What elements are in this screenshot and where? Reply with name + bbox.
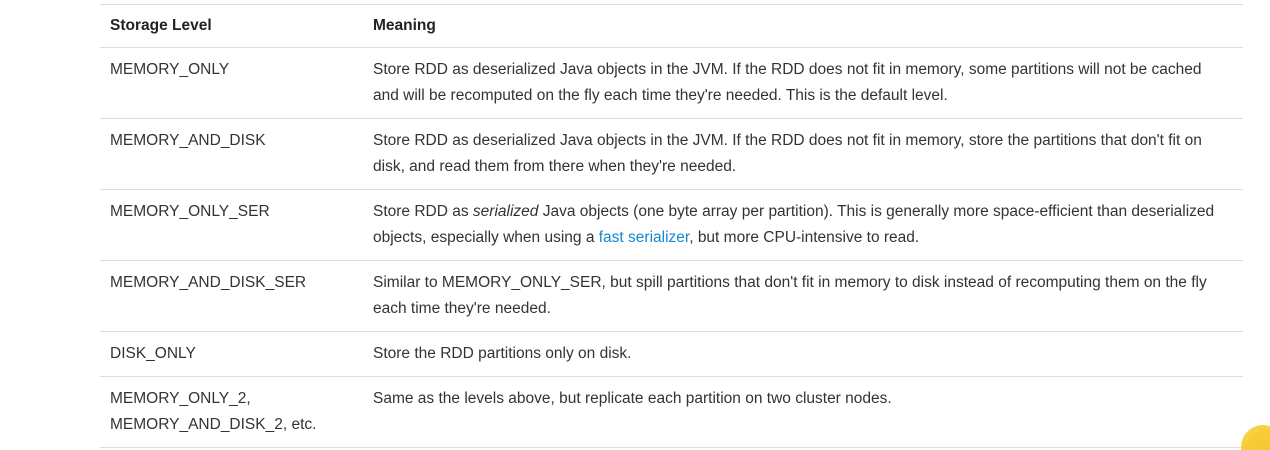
- meaning-text: serialized: [472, 203, 539, 220]
- meaning-text: Java objects (one byte array per partiti…: [373, 203, 1215, 246]
- meaning-cell: Similar to MEMORY_ONLY_SER, but spill pa…: [373, 260, 1243, 332]
- table-header: Storage Level Meaning: [100, 4, 1243, 48]
- meaning-text: Similar to MEMORY_ONLY_SER, but spill pa…: [373, 274, 1207, 317]
- storage-level-cell: MEMORY_AND_DISK: [100, 118, 373, 190]
- meaning-text: Store RDD as deserialized Java objects i…: [373, 132, 1202, 175]
- meaning-text: , but more CPU-intensive to read.: [689, 229, 920, 246]
- meaning-cell: Store RDD as deserialized Java objects i…: [373, 47, 1243, 119]
- storage-level-cell: MEMORY_AND_DISK_SER: [100, 260, 373, 332]
- meaning-text: Store RDD as: [373, 203, 473, 220]
- meaning-text: Store RDD as deserialized Java objects i…: [373, 61, 1202, 104]
- fast-serializer-link[interactable]: fast serializer: [598, 229, 690, 246]
- table-row: MEMORY_ONLY_2, MEMORY_AND_DISK_2, etc.Sa…: [100, 376, 1243, 448]
- storage-level-cell: MEMORY_ONLY_SER: [100, 189, 373, 261]
- column-header-storage-level: Storage Level: [100, 4, 373, 48]
- meaning-cell: Same as the levels above, but replicate …: [373, 376, 1243, 448]
- meaning-cell: Store RDD as serialized Java objects (on…: [373, 189, 1243, 261]
- meaning-text: Store the RDD partitions only on disk.: [373, 345, 632, 362]
- column-header-meaning: Meaning: [373, 4, 1243, 48]
- storage-level-cell: MEMORY_ONLY: [100, 47, 373, 119]
- storage-level-cell: DISK_ONLY: [100, 331, 373, 377]
- header-row: Storage Level Meaning: [100, 4, 1243, 48]
- meaning-cell: Store RDD as deserialized Java objects i…: [373, 118, 1243, 190]
- yellow-corner-button[interactable]: [1241, 425, 1270, 450]
- storage-level-cell: MEMORY_ONLY_2, MEMORY_AND_DISK_2, etc.: [100, 376, 373, 448]
- meaning-text: Same as the levels above, but replicate …: [373, 390, 892, 407]
- meaning-cell: Store the RDD partitions only on disk.: [373, 331, 1243, 377]
